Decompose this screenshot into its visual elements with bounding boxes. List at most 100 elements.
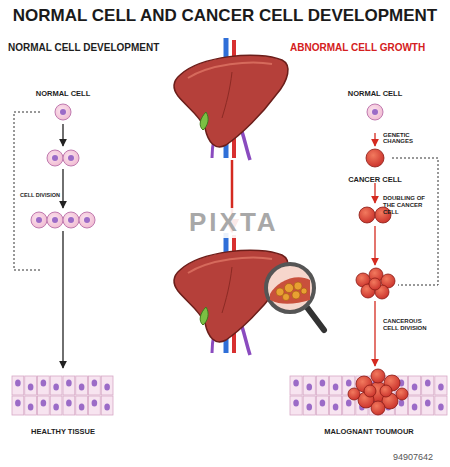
tissue-cell [330, 396, 342, 415]
tissue-nucleus [293, 400, 299, 407]
tissue-cell [63, 396, 75, 415]
tissue-nucleus [41, 380, 47, 387]
watermark: PIXTA [188, 208, 280, 238]
tissue-cell [290, 396, 302, 415]
stage-label: NORMAL CELL [36, 90, 90, 98]
tissue-cell [303, 376, 315, 395]
tissue-cell [422, 376, 434, 395]
tissue-nucleus [92, 400, 98, 407]
left-arrows [62, 124, 63, 368]
cell-stage: CANCER CELL [344, 147, 406, 188]
tissue-nucleus [66, 400, 72, 407]
tumour-cell [371, 401, 385, 415]
tissue-cell [38, 396, 50, 415]
tissue-cell [316, 376, 328, 395]
column-heading: NORMAL CELL DEVELOPMENT [8, 42, 159, 54]
tissue-nucleus [92, 380, 98, 387]
tissue-cell [76, 376, 88, 395]
tissue-nucleus [438, 384, 444, 391]
tissue-nucleus [399, 400, 405, 407]
tissue-nucleus [15, 400, 21, 407]
arrow-connector [374, 133, 375, 146]
tissue-nucleus [425, 400, 431, 407]
edge-label: GENETIC CHANGES [383, 132, 429, 146]
tissue-nucleus [425, 380, 431, 387]
tissue-cell [409, 376, 421, 395]
tissue-cell [63, 376, 75, 395]
cell-stage: NORMAL CELL [344, 82, 407, 132]
tissue-nucleus [28, 384, 34, 391]
tissue-cell [50, 396, 62, 415]
stage-label: NORMAL CELL [348, 90, 402, 98]
tumour-mass [348, 369, 408, 415]
tissue-nucleus [79, 404, 85, 411]
tissue-cell [12, 396, 24, 415]
cell-division-bracket [14, 112, 40, 270]
tissue-cell [290, 376, 302, 395]
tissue-nucleus [104, 384, 110, 391]
cell-stage: HEALTHY TISSUE [11, 372, 115, 440]
title: NORMAL CELL AND CANCER CELL DEVELOPMENT [0, 6, 450, 26]
tumour-tissue [290, 376, 447, 415]
tissue-cell [38, 376, 50, 395]
cancer-cells [356, 149, 395, 299]
tissue-nucleus [53, 384, 59, 391]
tissue-cell [101, 396, 113, 415]
step-note: CANCEROUS CELL DIVISION [383, 318, 435, 332]
tissue-cell [422, 396, 434, 415]
tissue-nucleus [333, 384, 339, 391]
tissue-cell [101, 376, 113, 395]
tissue-cell [25, 396, 37, 415]
tissue-cell [76, 396, 88, 415]
tissue-nucleus [66, 380, 72, 387]
tissue-cell [50, 376, 62, 395]
tissue-nucleus [333, 404, 339, 411]
tissue-nucleus [104, 404, 110, 411]
tissue-nucleus [320, 380, 326, 387]
tissue-nucleus [412, 384, 418, 391]
tissue-cell [409, 396, 421, 415]
tissue-nucleus [438, 404, 444, 411]
tissue-cell [89, 396, 101, 415]
tissue-nucleus [293, 380, 299, 387]
liver-top [174, 38, 288, 160]
tissue-cell [12, 376, 24, 395]
tissue-nucleus [306, 384, 312, 391]
tissue-nucleus [53, 404, 59, 411]
right-arrows [374, 183, 375, 366]
tissue-cell [89, 376, 101, 395]
column-heading: ABNORMAL CELL GROWTH [290, 42, 425, 54]
stage-label: HEALTHY TISSUE [31, 428, 95, 436]
tumour-cell [380, 385, 392, 397]
tissue-nucleus [41, 400, 47, 407]
step-note: CELL DIVISION [19, 192, 61, 198]
cell-stage: MALOGNANT TOUMOUR [317, 372, 421, 440]
tissue-nucleus [79, 384, 85, 391]
tissue-cell [303, 396, 315, 415]
tissue-nucleus [306, 404, 312, 411]
tissue-nucleus [320, 400, 326, 407]
stage-label: CANCER CELL [348, 176, 402, 184]
tissue-cell [435, 396, 447, 415]
tissue-nucleus [28, 404, 34, 411]
tumour-cell [348, 388, 360, 400]
tissue-cell [330, 376, 342, 395]
tissue-nucleus [346, 380, 352, 387]
watermark: 94907642 [393, 452, 433, 462]
tumour-cell [371, 369, 385, 383]
tumour-cell [396, 388, 408, 400]
tissue-nucleus [412, 404, 418, 411]
cell-nuclei [36, 109, 378, 223]
tissue-nucleus [346, 400, 352, 407]
step-note: DOUBLING OF THE CANCER CELL [383, 195, 435, 216]
tissue-cell [435, 376, 447, 395]
tissue-cell [316, 396, 328, 415]
stage-label: MALOGNANT TOUMOUR [324, 428, 413, 436]
healthy-tissue [12, 376, 113, 415]
tumour-cell [364, 385, 376, 397]
cell-stage: NORMAL CELL [32, 82, 95, 132]
tissue-nucleus [15, 380, 21, 387]
tissue-cell [25, 376, 37, 395]
magnifier [266, 264, 324, 330]
